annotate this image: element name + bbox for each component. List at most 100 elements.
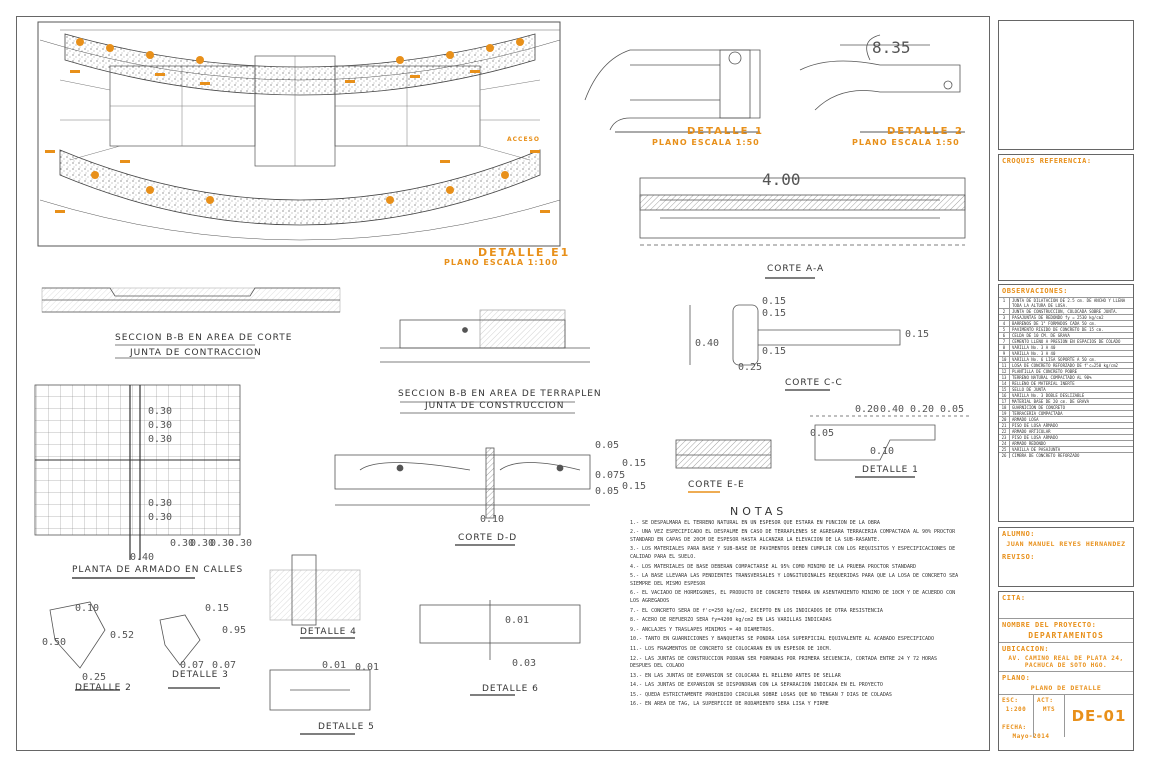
acceso-label: ACCESO [507, 136, 540, 143]
observacion-text: PLANTILLA DE CONCRETO POBRE [1012, 369, 1078, 374]
observacion-text: PISO DE LOSA ARMADO [1012, 423, 1058, 428]
note-item: 14.- LAS JUNTAS DE EXPANSION SE DISPONDR… [630, 682, 883, 689]
note-item: 16.- EN AREA DE TAG, LA SUPERFICIE DE RO… [630, 701, 829, 708]
alumno-name: JUAN MANUEL REYES HERNANDEZ [1006, 540, 1126, 548]
corte-c-dim: 0.25 [738, 362, 763, 373]
detalle-2b-dim: 0.50 [42, 637, 67, 648]
detalle-2b-dim: 0.10 [75, 603, 100, 614]
detalle-5-caption: DETALLE 5 [318, 722, 375, 732]
notes-title: NOTAS [730, 505, 788, 518]
plano-value: PLANO DE DETALLE [1030, 684, 1102, 692]
note-item: 11.- LOS FRAGMENTOS DE CONCRETO SE COLOC… [630, 645, 832, 652]
note-item: 15.- QUEDA ESTRICTAMENTE PROHIBIDO CIRCU… [630, 691, 892, 698]
observacion-text: VARILLA No. 3 A 40 [1012, 345, 1056, 350]
detalle-4-caption: DETALLE 4 [300, 627, 357, 637]
corte-c-drawing [689, 304, 901, 391]
plano-label: PLANO: [1002, 674, 1031, 682]
drawing-sheet [16, 16, 990, 751]
observacion-text: JUNTA DE CONSTRUCCION, COLOCADA SOBRE JU… [1012, 309, 1118, 314]
note-item: 2.- UNA VEZ ESPECIFICADO EL DESPALME EN … [630, 529, 956, 543]
observacion-text: MATERIAL BASE DE 20 cm. DE GRAVA [1012, 399, 1090, 404]
observacion-text: CIMBRA DE CONCRETO REFORZADO [1012, 453, 1080, 458]
detalle-2b-dim: 0.52 [110, 630, 135, 641]
proyecto-label: NOMBRE DEL PROYECTO: [1002, 621, 1097, 629]
observacion-text: GUARNICION DE CONCRETO [1012, 405, 1065, 410]
sheet-number: DE-01 [1071, 707, 1127, 725]
alumno-label: ALUMNO: [1002, 530, 1036, 538]
observacion-number: 9 [999, 351, 1010, 356]
detalle-2-dim: 8.35 [872, 38, 911, 57]
planta-dim: 0.30 [148, 420, 173, 431]
reviso-label: REVISO: [1002, 553, 1036, 561]
act-value: MTS [1042, 706, 1056, 713]
observacion-text: VARILLA DE PASAJUNTA [1012, 447, 1061, 452]
observacion-number: 6 [999, 333, 1010, 338]
detalle-6-dim: 0.01 [505, 615, 530, 626]
detalle-3-dim: 0.95 [222, 625, 247, 636]
detalle-1-drawing [584, 49, 761, 133]
observacion-text: CELDA DE 10 CM. DE GRAVA [1012, 333, 1070, 338]
corte-d-caption: CORTE D-D [458, 533, 518, 543]
titleblock-alumno: ALUMNO: JUAN MANUEL REYES HERNANDEZ REVI… [998, 527, 1134, 587]
observacion-number: 22 [999, 429, 1010, 434]
observaciones-label: OBSERVACIONES: [1002, 287, 1069, 295]
detalle-5-dim: 0.01 [355, 662, 380, 673]
planta-dim: 0.30 [148, 434, 173, 445]
note-item: 7.- EL CONCRETO SERA DE f'c=250 kg/cm2, … [630, 607, 883, 614]
seccion-contraccion-sub: JUNTA DE CONTRACCION [130, 348, 262, 358]
titleblock-logo-frame [998, 20, 1134, 150]
detalle-2-drawing [799, 34, 965, 133]
corte-d-dim: 0.075 [595, 470, 626, 481]
observacion-text: ARMADO ARTICULAR [1012, 429, 1051, 434]
detalle-6-dim: 0.03 [512, 658, 537, 669]
detalle-1-title: DETALLE 1 [687, 126, 764, 137]
observacion-text: PAVIMENTO RIGIDO DE CONCRETO DE 15 cm. [1012, 327, 1104, 332]
planta-caption: PLANTA DE ARMADO EN CALLES [72, 565, 244, 575]
seccion-construccion-title: SECCION B-B EN AREA DE TERRAPLEN [398, 389, 602, 399]
detalle-2-scale: PLANO ESCALA 1:50 [852, 138, 960, 147]
note-item: 8.- ACERO DE REFUERZO SERA fy=4200 kg/cm… [630, 617, 832, 624]
note-item: 3.- LOS MATERIALES PARA BASE Y SUB-BASE … [630, 546, 956, 560]
observacion-text: VARILLA No. 6 LISA SOPORTE A 50 cm. [1012, 357, 1097, 362]
detalle-3-dim: 0.07 [212, 660, 237, 671]
esc-label: ESC: [1002, 697, 1019, 704]
seccion-contraccion-title: SECCION B-B EN AREA DE CORTE [115, 333, 293, 343]
note-item: 1.- SE DESPALMARA EL TERRENO NATURAL EN … [630, 519, 880, 526]
planta-dim: 0.40 [130, 552, 155, 563]
detalle-1b-dim: 0.20 [910, 404, 935, 415]
observacion-number: 12 [999, 369, 1010, 374]
corte-a-dim: 4.00 [762, 170, 801, 189]
corte-d-dim: 0.10 [480, 514, 505, 525]
detalle-1-scale: PLANO ESCALA 1:50 [652, 138, 760, 147]
corte-c-dim: 0.40 [695, 338, 720, 349]
note-item: 13.- EN LAS JUNTAS DE EXPANSION SE COLOC… [630, 672, 841, 679]
esc-value: 1:200 [1005, 706, 1027, 713]
corte-a-caption: CORTE A-A [767, 264, 825, 274]
detalle-4-5-6-drawings [269, 554, 581, 735]
observacion-number: 17 [999, 399, 1010, 404]
fecha-label: FECHA: [1002, 724, 1027, 731]
detalle-1b-dim: 0.20 [855, 404, 880, 415]
planta-dim: 0.30 [148, 512, 173, 523]
observacion-number: 20 [999, 417, 1010, 422]
corte-d-drawing [334, 447, 591, 546]
corte-a-drawing [639, 177, 966, 279]
observacion-text: JUNTA DE DILATACION DE 2.5 cm. DE ANCHO … [1012, 298, 1126, 308]
detalle-6-caption: DETALLE 6 [482, 684, 539, 694]
planta-dim: 0.30 [148, 498, 173, 509]
cita-label: CITA: [1002, 594, 1026, 602]
